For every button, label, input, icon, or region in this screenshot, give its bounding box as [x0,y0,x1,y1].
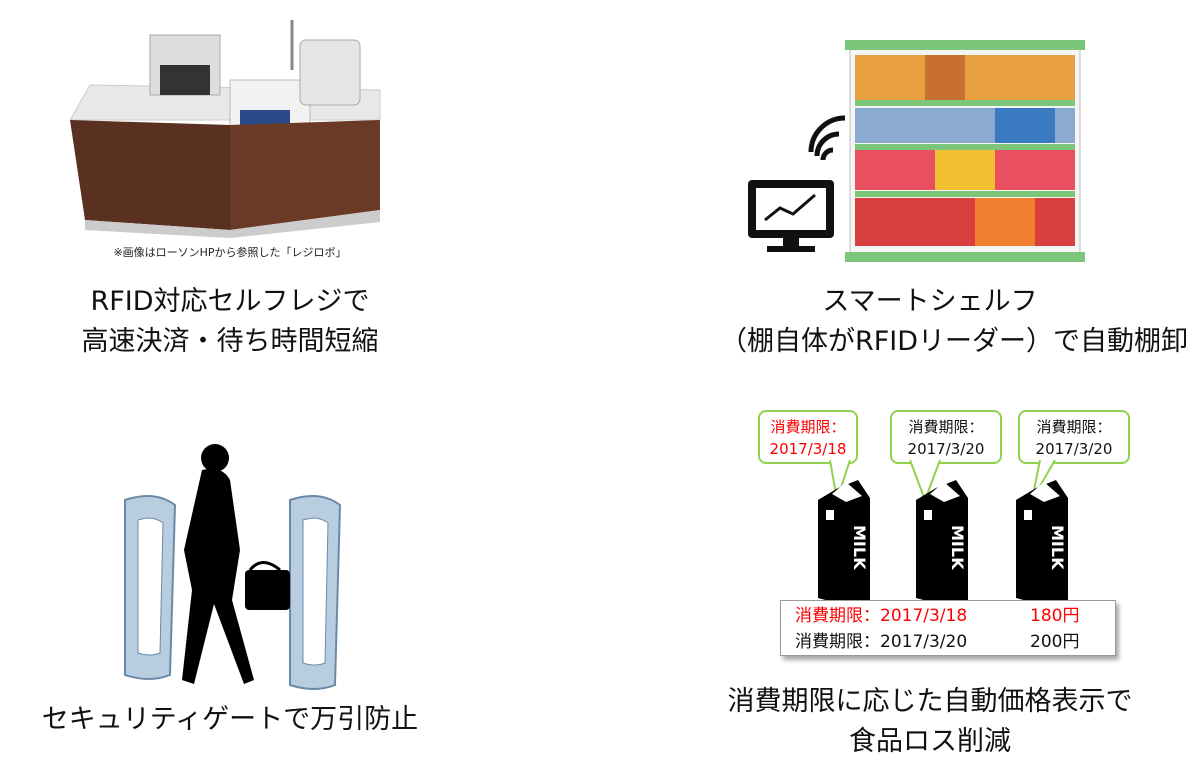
milk-cartons-image: MILK MILK MILK [818,460,1068,600]
caption-line: 高速決済・待ち時間短縮 [81,326,379,357]
price-row-date: 2017/3/18 [880,606,968,626]
callout-date: 2017/3/20 [907,440,985,458]
price-row: 消費期限：2017/3/18 180円 [795,603,1115,629]
callout-date: 2017/3/18 [769,440,847,458]
caption-smart-shelf: スマートシェルフ （棚自体がRFIDリーダー）で自動棚卸 [720,282,1189,362]
milk-carton-icon: MILK [916,480,968,600]
caption-security-gate: セキュリティゲートで万引防止 [41,704,419,735]
shelf-products [855,55,1075,246]
smart-shelf-image [748,40,1085,262]
price-row-price: 180円 [1030,606,1080,626]
security-gate-image [124,444,342,690]
caption-line: RFID対応セルフレジで [90,286,370,317]
price-row: 消費期限：2017/3/20 200円 [795,629,1115,655]
callout-label: 消費期限： [1036,418,1112,436]
self-checkout-register-image [69,20,381,238]
expiry-callout: 消費期限： 2017/3/18 [758,410,858,464]
callout-label: 消費期限： [908,418,984,436]
callout-date: 2017/3/20 [1035,440,1113,458]
price-display-board: 消費期限：2017/3/18 180円 消費期限：2017/3/20 200円 [780,600,1116,656]
monitor-chart-icon [748,180,834,252]
caption-self-checkout: RFID対応セルフレジで 高速決済・待ち時間短縮 [30,282,430,362]
caption-line: （棚自体がRFIDリーダー）で自動棚卸 [720,326,1189,357]
security-gate-right-icon [289,495,342,690]
callout-label: 消費期限： [770,418,846,436]
expiry-callout: 消費期限： 2017/3/20 [1018,410,1130,464]
carton-label: MILK [850,525,869,570]
wifi-icon [808,115,846,161]
carton-label: MILK [948,525,967,570]
walking-person-silhouette [182,444,290,684]
caption-dynamic-pricing: 消費期限に応じた自動価格表示で 食品ロス削減 [700,682,1160,758]
milk-carton-icon: MILK [818,480,870,600]
image-source-note: ※画像はローソンHPから参照した「レジロボ」 [113,246,347,259]
price-row-date: 2017/3/20 [880,632,968,652]
price-row-label: 消費期限： [795,632,880,652]
security-gate-left-icon [124,495,177,680]
expiry-callout: 消費期限： 2017/3/20 [890,410,1002,464]
price-row-price: 200円 [1030,632,1080,652]
price-row-label: 消費期限： [795,606,880,626]
carton-label: MILK [1048,525,1067,570]
caption-line: 消費期限に応じた自動価格表示で [727,686,1133,717]
caption-line: 食品ロス削減 [849,726,1011,757]
milk-carton-icon: MILK [1016,480,1068,600]
caption-line: スマートシェルフ [822,286,1038,317]
